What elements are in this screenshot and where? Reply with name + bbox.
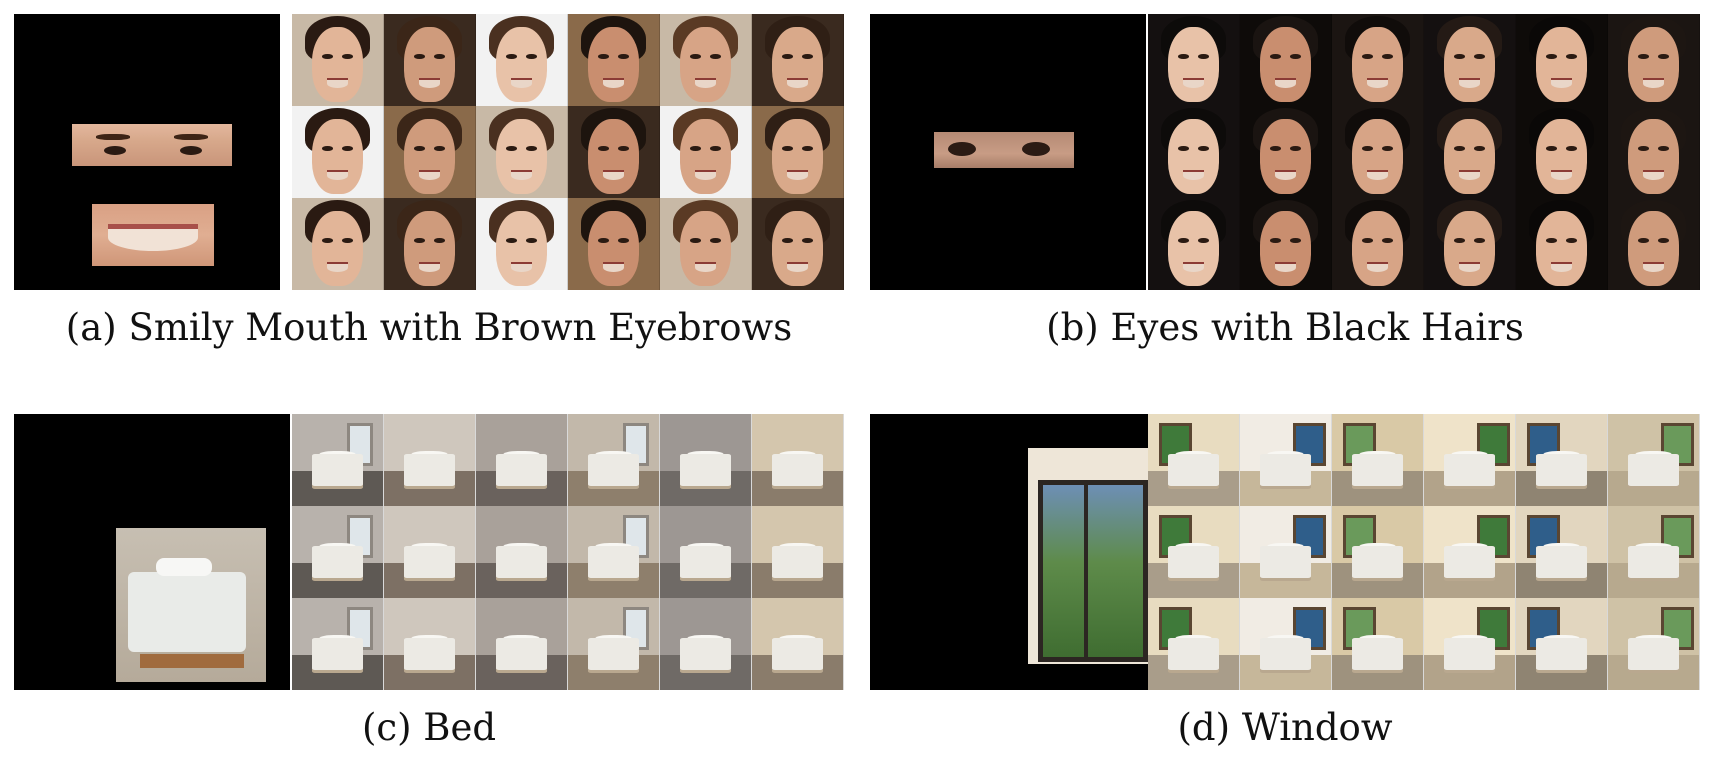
generated-face-sample (752, 198, 844, 290)
generated-room-sample (1240, 414, 1332, 506)
generated-room-sample (476, 414, 568, 506)
generated-room-sample (1148, 598, 1240, 690)
generated-room-sample (1240, 506, 1332, 598)
panel-b-masked-input (870, 14, 1146, 290)
generated-face-sample (660, 198, 752, 290)
generated-room-sample (1516, 506, 1608, 598)
caption-b: (b) Eyes with Black Hairs (1046, 306, 1524, 349)
generated-room-sample (1332, 598, 1424, 690)
generated-face-sample (1424, 14, 1516, 106)
generated-face-sample (660, 14, 752, 106)
generated-face-sample (292, 14, 384, 106)
generated-room-sample (660, 414, 752, 506)
generated-face-sample (292, 106, 384, 198)
caption-a: (a) Smily Mouth with Brown Eyebrows (65, 306, 793, 349)
panel-c (14, 414, 844, 760)
generated-room-sample (292, 414, 384, 506)
generated-room-sample (476, 598, 568, 690)
generated-room-sample (1148, 506, 1240, 598)
generated-room-sample (292, 598, 384, 690)
generated-face-sample (384, 198, 476, 290)
panel-a (14, 14, 844, 344)
generated-face-sample (1332, 106, 1424, 198)
generated-room-sample (1608, 414, 1700, 506)
generated-face-sample (1148, 14, 1240, 106)
panel-a-generated-grid (292, 14, 844, 290)
window-crop (1028, 448, 1148, 664)
generated-face-sample (1148, 198, 1240, 290)
generated-face-sample (568, 198, 660, 290)
generated-room-sample (1608, 598, 1700, 690)
generated-face-sample (1516, 14, 1608, 106)
generated-face-sample (1332, 198, 1424, 290)
generated-face-sample (384, 106, 476, 198)
generated-face-sample (752, 106, 844, 198)
generated-room-sample (1516, 414, 1608, 506)
generated-room-sample (660, 598, 752, 690)
generated-face-sample (1240, 14, 1332, 106)
generated-face-sample (1424, 106, 1516, 198)
eyebrows-crop (72, 124, 232, 166)
generated-room-sample (660, 506, 752, 598)
generated-room-sample (384, 598, 476, 690)
generated-room-sample (752, 506, 844, 598)
generated-face-sample (1608, 198, 1700, 290)
generated-face-sample (1148, 106, 1240, 198)
generated-face-sample (1516, 198, 1608, 290)
generated-room-sample (476, 506, 568, 598)
generated-face-sample (1332, 14, 1424, 106)
generated-room-sample (568, 414, 660, 506)
generated-room-sample (1608, 506, 1700, 598)
generated-face-sample (1608, 106, 1700, 198)
generated-room-sample (752, 414, 844, 506)
generated-face-sample (476, 198, 568, 290)
panel-b-generated-grid (1148, 14, 1700, 290)
generated-room-sample (1516, 598, 1608, 690)
panel-d-masked-input (870, 414, 1148, 690)
generated-face-sample (752, 14, 844, 106)
smile-mouth-crop (92, 204, 214, 266)
bed-crop (116, 528, 266, 682)
generated-room-sample (568, 598, 660, 690)
panel-d-generated-grid (1148, 414, 1700, 690)
panel-c-masked-input (14, 414, 290, 690)
generated-room-sample (568, 506, 660, 598)
generated-room-sample (1424, 598, 1516, 690)
generated-face-sample (568, 14, 660, 106)
generated-room-sample (1332, 506, 1424, 598)
generated-face-sample (476, 106, 568, 198)
generated-room-sample (384, 414, 476, 506)
generated-face-sample (1516, 106, 1608, 198)
generated-room-sample (384, 506, 476, 598)
panel-a-masked-input (14, 14, 280, 290)
generated-room-sample (752, 598, 844, 690)
caption-c: (c) Bed (361, 706, 497, 749)
generated-face-sample (568, 106, 660, 198)
generated-face-sample (292, 198, 384, 290)
eyes-crop (934, 132, 1074, 168)
panel-d (870, 414, 1700, 760)
generated-room-sample (1240, 598, 1332, 690)
generated-face-sample (476, 14, 568, 106)
generated-face-sample (384, 14, 476, 106)
generated-face-sample (660, 106, 752, 198)
generated-face-sample (1240, 106, 1332, 198)
panel-b (870, 14, 1700, 344)
generated-room-sample (1424, 414, 1516, 506)
generated-face-sample (1240, 198, 1332, 290)
generated-room-sample (292, 506, 384, 598)
generated-room-sample (1332, 414, 1424, 506)
generated-room-sample (1148, 414, 1240, 506)
generated-face-sample (1424, 198, 1516, 290)
panel-c-generated-grid (292, 414, 844, 690)
generated-face-sample (1608, 14, 1700, 106)
caption-d: (d) Window (1177, 706, 1393, 749)
generated-room-sample (1424, 506, 1516, 598)
